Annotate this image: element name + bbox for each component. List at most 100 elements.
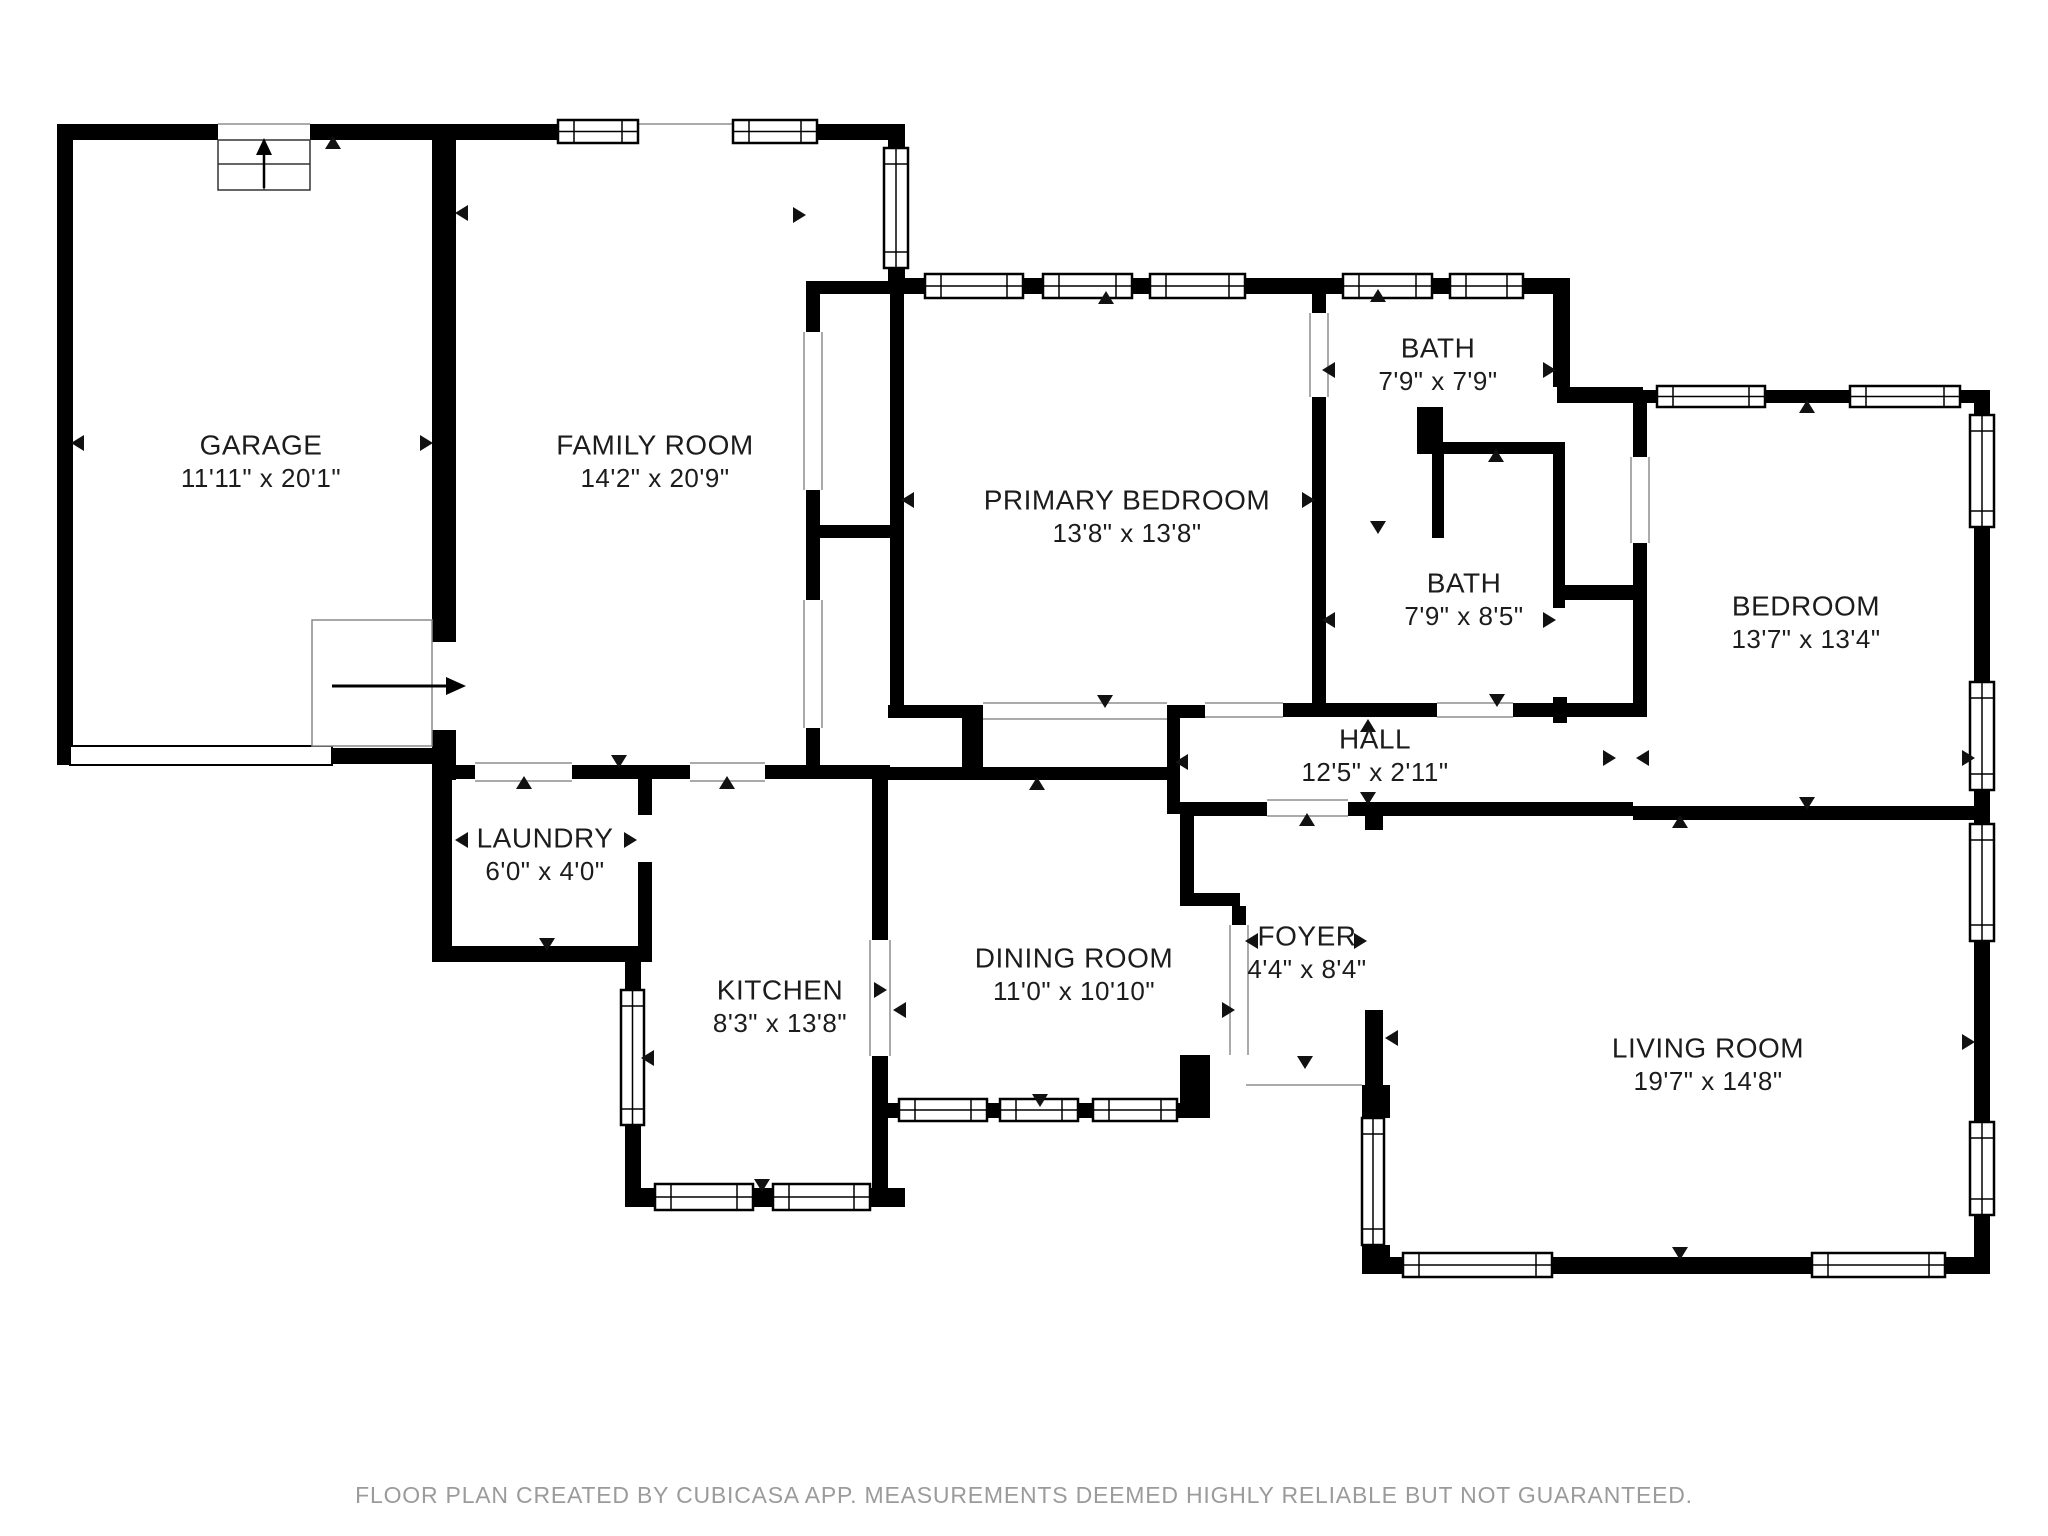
wall-opening bbox=[1205, 703, 1283, 717]
wall-segment bbox=[1553, 442, 1565, 608]
wall-segment bbox=[1180, 1055, 1210, 1118]
wall-segment bbox=[432, 779, 452, 962]
wall-opening bbox=[1631, 457, 1649, 543]
wall-segment bbox=[1633, 403, 1647, 457]
wall-opening bbox=[983, 703, 1167, 719]
direction-marker-icon bbox=[1672, 815, 1688, 828]
wall-segment bbox=[820, 525, 890, 538]
wall-segment bbox=[1180, 816, 1194, 893]
wall-opening bbox=[804, 600, 822, 728]
wall-opening bbox=[1267, 800, 1348, 816]
wall-segment bbox=[1167, 705, 1180, 814]
direction-marker-icon bbox=[1385, 1030, 1398, 1046]
direction-marker-icon bbox=[1962, 1034, 1975, 1050]
direction-marker-icon bbox=[793, 207, 806, 223]
direction-marker-icon bbox=[874, 982, 887, 998]
footer-disclaimer: FLOOR PLAN CREATED BY CUBICASA APP. MEAS… bbox=[355, 1482, 1693, 1508]
direction-marker-icon bbox=[1360, 792, 1376, 805]
direction-marker-icon bbox=[516, 776, 532, 789]
wall-segment bbox=[432, 946, 652, 962]
direction-marker-icon bbox=[901, 492, 914, 508]
wall-segment bbox=[1553, 278, 1570, 387]
wall-segment bbox=[1513, 703, 1633, 717]
wall-segment bbox=[1432, 442, 1557, 454]
room-dimensions-bath2: 7'9" x 8'5" bbox=[1404, 601, 1523, 631]
room-dimensions-laundry: 6'0" x 4'0" bbox=[485, 856, 604, 886]
direction-marker-icon bbox=[754, 1179, 770, 1192]
room-label-primary: PRIMARY BEDROOM bbox=[984, 484, 1271, 515]
direction-marker-icon bbox=[455, 832, 468, 848]
room-label-family: FAMILY ROOM bbox=[556, 429, 753, 460]
door-opening bbox=[1633, 717, 1647, 806]
direction-marker-icon bbox=[1543, 612, 1556, 628]
room-label-bedroom: BEDROOM bbox=[1732, 590, 1880, 621]
direction-marker-icon bbox=[1636, 750, 1649, 766]
wall-segment bbox=[888, 705, 983, 718]
direction-marker-icon bbox=[71, 435, 84, 451]
room-label-bath1: BATH bbox=[1401, 332, 1476, 363]
door-swing-arrow-head bbox=[446, 677, 466, 695]
direction-marker-icon bbox=[325, 136, 341, 149]
room-label-kitchen: KITCHEN bbox=[717, 974, 843, 1005]
wall-segment bbox=[1365, 1010, 1383, 1085]
direction-marker-icon bbox=[1488, 449, 1504, 462]
door-swing-box bbox=[311, 619, 433, 747]
direction-marker-icon bbox=[1543, 362, 1556, 378]
wall-segment bbox=[1553, 697, 1567, 723]
wall-segment bbox=[1180, 893, 1240, 906]
direction-marker-icon bbox=[1603, 750, 1616, 766]
direction-marker-icon bbox=[1245, 933, 1258, 949]
wall-opening bbox=[1437, 703, 1513, 717]
room-dimensions-primary: 13'8" x 13'8" bbox=[1052, 518, 1201, 548]
direction-marker-icon bbox=[1489, 694, 1505, 707]
direction-marker-icon bbox=[455, 205, 468, 221]
direction-marker-icon bbox=[539, 938, 555, 951]
wall-segment bbox=[1565, 585, 1643, 600]
door-opening bbox=[638, 815, 652, 862]
direction-marker-icon bbox=[1799, 400, 1815, 413]
room-label-hall: HALL bbox=[1339, 723, 1411, 754]
wall-segment bbox=[1362, 1085, 1390, 1118]
direction-marker-icon bbox=[1370, 521, 1386, 534]
room-dimensions-hall: 12'5" x 2'11" bbox=[1301, 757, 1448, 787]
wall-opening bbox=[218, 124, 310, 140]
direction-marker-icon bbox=[719, 776, 735, 789]
wall-segment bbox=[872, 767, 1178, 780]
room-label-dining: DINING ROOM bbox=[975, 942, 1173, 973]
wall-segment bbox=[806, 281, 905, 294]
wall-segment bbox=[1557, 387, 1643, 403]
direction-marker-icon bbox=[1097, 695, 1113, 708]
room-dimensions-dining: 11'0" x 10'10" bbox=[993, 976, 1155, 1006]
room-dimensions-family: 14'2" x 20'9" bbox=[580, 463, 729, 493]
wall-segment bbox=[1633, 806, 1990, 820]
wall-segment bbox=[330, 748, 456, 764]
wall-segment bbox=[638, 765, 652, 815]
wall-segment bbox=[962, 705, 983, 780]
direction-marker-icon bbox=[611, 755, 627, 768]
wall-segment bbox=[432, 140, 456, 642]
room-dimensions-garage: 11'11" x 20'1" bbox=[181, 463, 341, 493]
wall-opening bbox=[638, 124, 733, 140]
direction-marker-icon bbox=[641, 1050, 654, 1066]
wall-segment bbox=[1432, 452, 1444, 538]
room-label-garage: GARAGE bbox=[200, 429, 323, 460]
direction-marker-icon bbox=[1322, 362, 1335, 378]
wall-segment bbox=[1283, 703, 1437, 717]
wall-segment bbox=[1633, 543, 1647, 717]
room-label-laundry: LAUNDRY bbox=[477, 822, 614, 853]
direction-marker-icon bbox=[1302, 492, 1315, 508]
wall-opening bbox=[475, 763, 572, 781]
room-label-bath2: BATH bbox=[1427, 567, 1502, 598]
direction-marker-icon bbox=[1354, 933, 1367, 949]
room-dimensions-bedroom: 13'7" x 13'4" bbox=[1731, 624, 1880, 654]
wall-segment bbox=[890, 294, 904, 713]
room-dimensions-living: 19'7" x 14'8" bbox=[1633, 1066, 1782, 1096]
wall-segment bbox=[57, 124, 218, 140]
wall-opening bbox=[690, 763, 765, 781]
wall-segment bbox=[638, 862, 652, 946]
room-dimensions-foyer: 4'4" x 8'4" bbox=[1247, 954, 1366, 984]
direction-marker-icon bbox=[1370, 289, 1386, 302]
direction-marker-icon bbox=[624, 832, 637, 848]
direction-marker-icon bbox=[1029, 777, 1045, 790]
